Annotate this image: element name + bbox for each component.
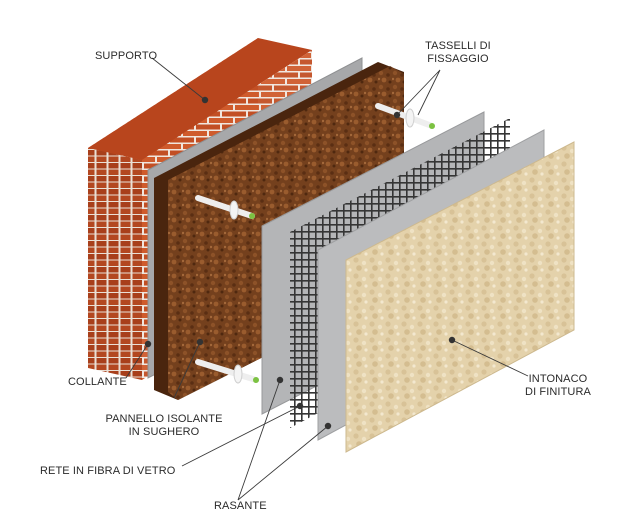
label-collante: COLLANTE (68, 376, 127, 388)
label-pannello: PANNELLO ISOLANTE IN SUGHERO (96, 413, 232, 439)
dot-rasante-1 (276, 376, 284, 384)
label-rete: RETE IN FIBRA DI VETRO (40, 465, 176, 477)
leader-intonaco (451, 339, 529, 377)
label-tasselli-line2: FISSAGGIO (427, 53, 489, 65)
label-tasselli-line1: TASSELLI DI (425, 40, 491, 52)
leader-rete (181, 405, 301, 467)
dowel-middle (195, 195, 255, 220)
leader-pannello (173, 341, 201, 399)
leader-tasselli (396, 69, 441, 116)
dot-collante (144, 340, 152, 348)
dowel-top (375, 103, 435, 129)
dot-intonaco (448, 336, 456, 344)
finishing-plaster (345, 141, 575, 453)
dot-supporto (201, 96, 209, 104)
dot-tasselli (393, 111, 401, 119)
leader-lines (125, 57, 529, 501)
label-tasselli: TASSELLI DI FISSAGGIO (412, 40, 504, 66)
label-pannello-line2: IN SUGHERO (128, 426, 200, 438)
dowel-bottom (195, 359, 259, 384)
dot-rasante-2 (324, 422, 332, 430)
label-intonaco: INTONACO DI FINITURA (512, 373, 604, 399)
leader-rasante (237, 379, 329, 501)
label-pannello-line1: PANNELLO ISOLANTE (105, 413, 223, 425)
label-intonaco-line2: DI FINITURA (525, 386, 591, 398)
label-supporto: SUPPORTO (95, 50, 158, 62)
label-intonaco-line1: INTONACO (528, 373, 588, 385)
dot-rete (296, 402, 304, 410)
leader-supporto (151, 57, 206, 101)
leader-collante (125, 343, 149, 379)
leader-dots (144, 96, 456, 430)
label-rasante: RASANTE (214, 500, 267, 512)
dot-pannello (196, 338, 204, 346)
